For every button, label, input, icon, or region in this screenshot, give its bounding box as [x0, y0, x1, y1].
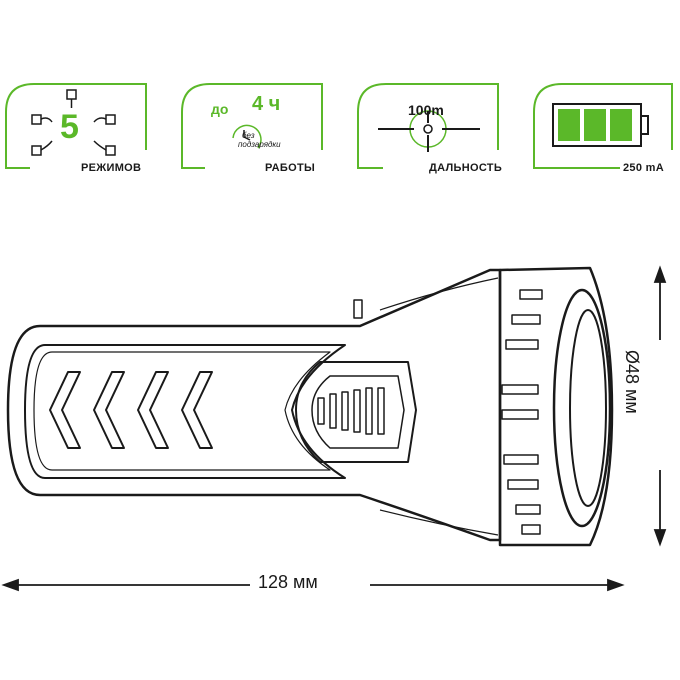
battery-icon — [552, 103, 649, 147]
range-label: ДАЛЬНОСТЬ — [426, 162, 506, 174]
range-card-frame — [357, 83, 499, 169]
flashlight-drawing — [6, 266, 614, 547]
modes-card-frame — [5, 83, 147, 169]
battery-capacity: 250 mA — [620, 162, 667, 174]
length-dimension: 128 мм — [258, 572, 318, 592]
modes-count: 5 — [60, 108, 79, 146]
runtime-note-line2: подзарядки — [238, 140, 281, 149]
runtime-note-line1: без — [242, 131, 255, 140]
runtime-label: РАБОТЫ — [262, 162, 319, 174]
crosshair-icon — [378, 110, 480, 152]
runtime-note: без подзарядки — [238, 131, 281, 149]
battery-card-frame — [533, 83, 673, 169]
runtime-card-frame — [181, 83, 323, 169]
runtime-prefix: до — [211, 101, 229, 117]
mode-nodes-icon — [31, 89, 116, 156]
clock-icon — [232, 124, 262, 149]
diameter-dimension-arrow — [653, 265, 667, 547]
length-dimension-arrow — [1, 578, 625, 592]
range-distance: 100m — [408, 102, 444, 118]
runtime-hours: 4 ч — [252, 93, 281, 115]
diameter-dimension: Ø48 мм — [622, 350, 642, 414]
modes-label: РЕЖИМОВ — [78, 162, 145, 174]
